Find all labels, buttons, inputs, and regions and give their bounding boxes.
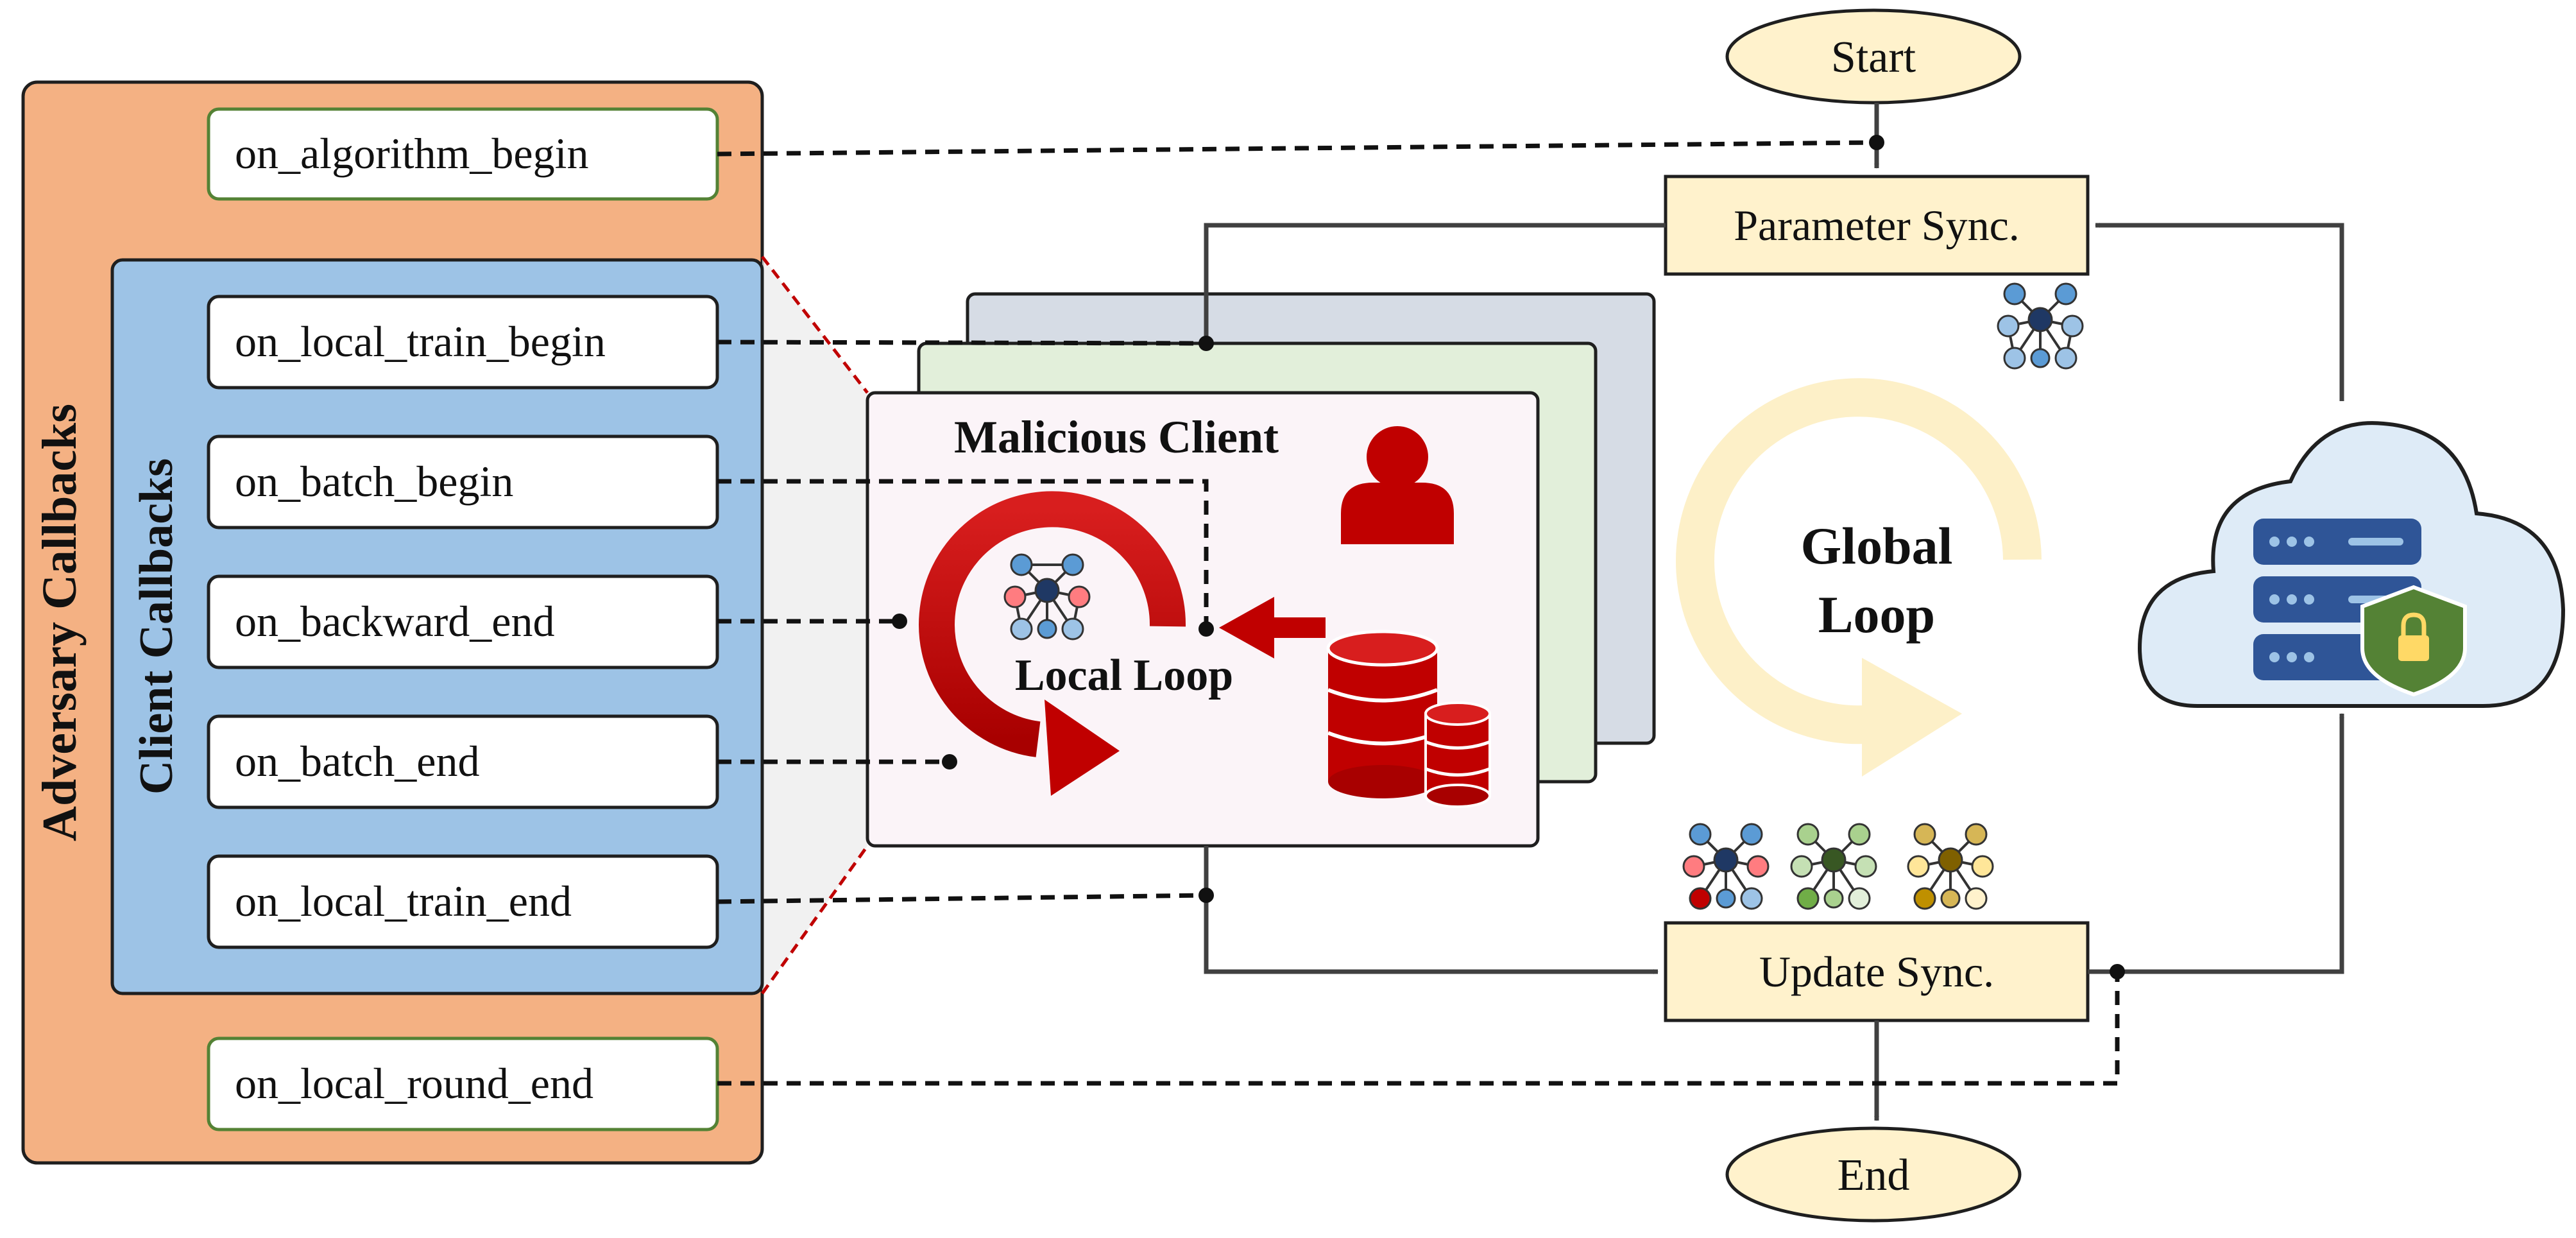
neural-network-icon-update-red (1682, 823, 1770, 910)
svg-text:on_local_train_begin: on_local_train_begin (235, 317, 606, 366)
callback-on-local-train-end[interactable]: on_local_train_end (207, 854, 719, 949)
global-loop-arrow: Global Loop (1676, 378, 2042, 777)
data-input-arrow (1219, 597, 1326, 658)
shield-lock-icon (2360, 585, 2467, 697)
callback-on-local-train-begin[interactable]: on_local_train_begin (207, 295, 719, 390)
callback-on-backward-end[interactable]: on_backward_end (207, 574, 719, 669)
callback-boxes: on_algorithm_begin on_local_train_begin … (207, 107, 719, 1131)
client-callbacks-title: Client Callbacks (130, 458, 183, 795)
neural-network-icon-update-yellow (1907, 823, 1994, 910)
adversary-callbacks-title: Adversary Callbacks (33, 404, 87, 841)
parameter-sync-node: Parameter Sync. (1664, 175, 2090, 276)
global-loop-line1: Global (1801, 517, 1953, 575)
svg-text:on_batch_end: on_batch_end (235, 737, 479, 786)
svg-text:on_local_train_end: on_local_train_end (235, 877, 572, 925)
start-node: Start (1725, 8, 2022, 105)
local-loop-label: Local Loop (1015, 651, 1233, 700)
svg-text:on_algorithm_begin: on_algorithm_begin (235, 129, 588, 178)
callback-on-batch-end[interactable]: on_batch_end (207, 714, 719, 809)
neural-network-icon-update-green (1790, 823, 1877, 910)
svg-text:Start: Start (1831, 33, 1916, 82)
callback-connectors (717, 135, 2125, 1086)
update-sync-node: Update Sync. (1664, 921, 2090, 1022)
user-icon (1341, 426, 1454, 544)
svg-text:on_batch_begin: on_batch_begin (235, 457, 513, 506)
svg-text:Parameter Sync.: Parameter Sync. (1734, 201, 2020, 250)
svg-text:Update Sync.: Update Sync. (1759, 947, 1994, 996)
callback-on-batch-begin[interactable]: on_batch_begin (207, 434, 719, 529)
local-loop-arrow (919, 491, 1186, 796)
global-loop-line2: Loop (1818, 585, 1935, 644)
cloud-server-icon (2137, 421, 2566, 708)
svg-text:on_backward_end: on_backward_end (235, 597, 554, 646)
svg-text:on_local_round_end: on_local_round_end (235, 1059, 593, 1108)
malicious-client-card: Malicious Client Local Loop (866, 391, 1540, 848)
zoom-projection (760, 255, 869, 995)
end-node: End (1725, 1126, 2022, 1223)
callback-on-algorithm-begin[interactable]: on_algorithm_begin (207, 107, 719, 201)
callback-on-local-round-end[interactable]: on_local_round_end (207, 1036, 719, 1131)
neural-network-icon (1003, 553, 1091, 640)
neural-network-icon-global (1997, 282, 2084, 370)
svg-text:End: End (1838, 1151, 1910, 1200)
malicious-client-title: Malicious Client (954, 411, 1279, 463)
database-icon (1326, 630, 1491, 808)
